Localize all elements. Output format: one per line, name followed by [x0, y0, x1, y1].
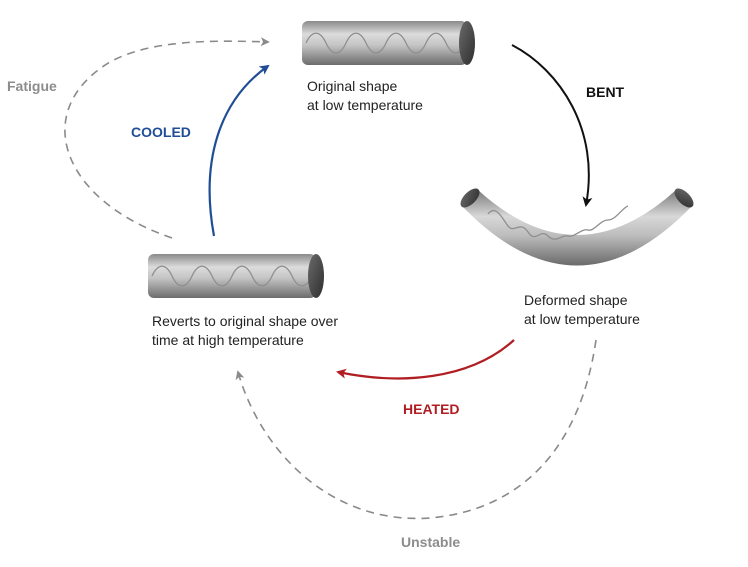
- straight-spring-wire-icon: [151, 265, 313, 287]
- cooled-arrow: [208, 64, 270, 237]
- reverted-shape-cylinder: [148, 254, 324, 298]
- heated-arrow: [336, 339, 515, 380]
- reverts-shape-label-line1: Reverts to original shape over: [152, 313, 338, 329]
- fatigue-dashed-arrow: [64, 37, 270, 239]
- bent-label: BENT: [586, 84, 625, 100]
- deformed-shape-bent-cylinder: [460, 188, 694, 266]
- bent-spring-wire-icon: [487, 205, 629, 240]
- original-shape-cylinder: [302, 21, 475, 65]
- deformed-shape-label: Deformed shape at low temperature: [524, 291, 640, 329]
- deformed-shape-label-line2: at low temperature: [524, 311, 640, 327]
- original-shape-label-line1: Original shape: [307, 78, 398, 94]
- unstable-dashed-arrow: [235, 339, 597, 520]
- straight-spring-wire-icon: [305, 32, 467, 54]
- original-shape-label: Original shape at low temperature: [307, 77, 423, 115]
- reverts-shape-label-line2: time at high temperature: [152, 332, 304, 348]
- fatigue-label: Fatigue: [7, 78, 57, 94]
- original-shape-label-line2: at low temperature: [307, 97, 423, 113]
- heated-label: HEATED: [403, 401, 460, 417]
- bent-arrow: [511, 44, 593, 207]
- reverts-shape-label: Reverts to original shape over time at h…: [152, 312, 338, 350]
- deformed-shape-label-line1: Deformed shape: [524, 292, 628, 308]
- unstable-label: Unstable: [401, 534, 461, 550]
- cooled-label: COOLED: [131, 124, 191, 140]
